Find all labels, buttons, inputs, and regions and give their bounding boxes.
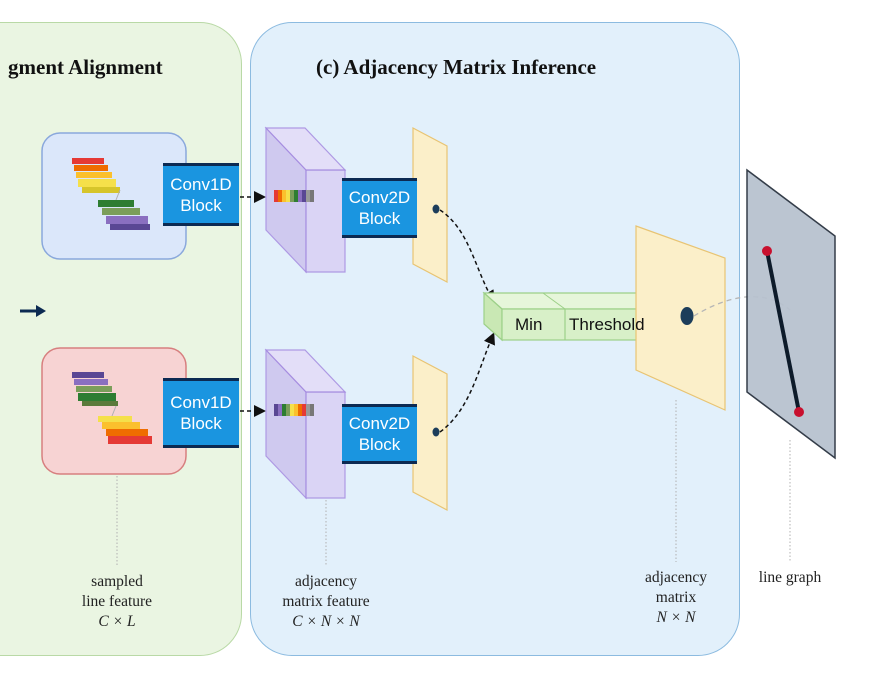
line-feature-box-bottom bbox=[41, 347, 187, 475]
input-arrow bbox=[20, 305, 46, 317]
left-section-title: gment Alignment bbox=[8, 55, 163, 79]
adjacency-matrix-label: adjacency matrix N × N bbox=[645, 569, 707, 626]
threshold-label: Threshold bbox=[569, 315, 645, 334]
line-graph-label: line graph bbox=[758, 569, 822, 586]
feature-stack-cool-icon bbox=[72, 372, 118, 406]
feature-vector-icon bbox=[274, 404, 314, 416]
block-label-line1: Conv2D bbox=[348, 414, 411, 433]
right-section-title: (c) Adjacency Matrix Inference bbox=[316, 55, 597, 79]
feature-stack-warm-icon bbox=[98, 416, 152, 444]
conv1d-block-top: Conv1D Block bbox=[163, 163, 239, 226]
block-label-line1: Conv1D bbox=[170, 174, 232, 194]
matrix-plane-bottom bbox=[412, 355, 448, 511]
block-label-line1: Conv1D bbox=[170, 393, 232, 412]
min-label: Min bbox=[515, 315, 543, 334]
arrow-bottom-to-min bbox=[439, 332, 495, 433]
segment-alignment-panel bbox=[0, 22, 242, 656]
conv2d-block-top: Conv2D Block bbox=[342, 178, 417, 238]
feature-vector-icon bbox=[274, 190, 314, 202]
block-label-line2: Block bbox=[358, 435, 401, 454]
line-feature-box-top bbox=[41, 132, 187, 260]
sampled-line-feature-label: sampled line feature C × L bbox=[81, 573, 153, 630]
graph-edge bbox=[765, 250, 801, 413]
arrow-top-to-min bbox=[439, 209, 495, 303]
feature-stack-warm-icon bbox=[72, 158, 120, 193]
conv2d-block-bottom: Conv2D Block bbox=[342, 404, 417, 464]
line-graph-plane bbox=[746, 168, 836, 460]
feature-stack-cool-icon bbox=[98, 200, 150, 230]
adjacency-matrix-feature-cube-bottom bbox=[264, 348, 347, 500]
block-label-line2: Block bbox=[180, 195, 222, 215]
conv1d-block-bottom: Conv1D Block bbox=[163, 378, 239, 448]
adjacency-matrix-feature-label: adjacency matrix feature C × N × N bbox=[282, 573, 370, 630]
block-label-line1: Conv2D bbox=[348, 188, 411, 207]
graph-node-icon bbox=[762, 246, 772, 256]
graph-node-icon bbox=[794, 407, 804, 417]
block-label-line2: Block bbox=[358, 209, 401, 228]
matrix-plane-top bbox=[412, 127, 448, 283]
block-label-line2: Block bbox=[180, 414, 222, 433]
adjacency-matrix-plane bbox=[635, 225, 726, 411]
adjacency-matrix-feature-cube-top bbox=[264, 126, 347, 274]
